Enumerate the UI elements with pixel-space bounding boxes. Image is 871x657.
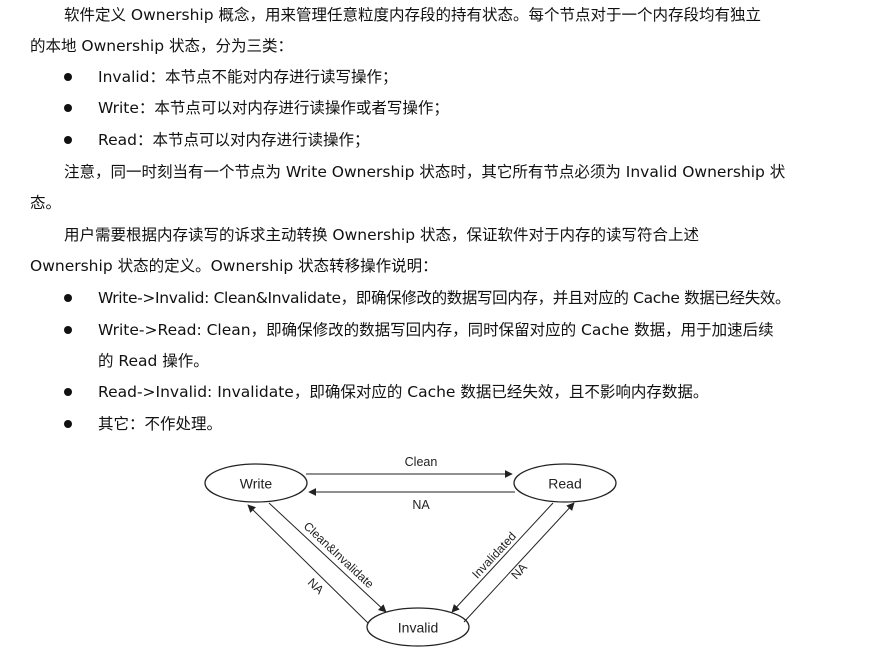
node-write-label: Write: [240, 476, 273, 492]
node-read: Read: [513, 463, 617, 503]
edge-write-to-invalid: [268, 502, 387, 613]
edge-invalid-to-write: [247, 504, 369, 624]
node-write: Write: [204, 463, 308, 503]
edge-invalid-to-read: [463, 502, 575, 623]
edge-read-to-invalid: [451, 502, 554, 613]
node-read-label: Read: [548, 476, 581, 492]
bullet-icon: [64, 73, 72, 81]
bullet-icon: [64, 326, 72, 334]
list-item-text: Write->Read: Clean，即确保修改的数据写回内存，同时保留对应的 …: [98, 321, 774, 339]
list-item-text: Read：本节点可以对内存进行读操作；: [98, 131, 370, 149]
node-invalid: Invalid: [366, 607, 470, 647]
list-item-text: Read->Invalid: Invalidate，即确保对应的 Cache 数…: [98, 383, 709, 401]
paragraph-1-line-1: 软件定义 Ownership 概念，用来管理任意粒度内存段的持有状态。每个节点对…: [64, 6, 762, 24]
paragraph-3-line-2: Ownership 状态的定义。Ownership 状态转移操作说明：: [30, 257, 438, 275]
bullet-icon: [64, 294, 72, 302]
ownership-state-diagram: Write Read Invalid Clean NA Clean&Invali…: [204, 455, 617, 647]
paragraph-2-line-2: 态。: [30, 194, 62, 212]
bullet-icon: [64, 136, 72, 144]
paragraph-3-line-1: 用户需要根据内存读写的诉求主动转换 Ownership 状态，保证软件对于内存的…: [64, 226, 700, 244]
node-invalid-label: Invalid: [398, 620, 438, 636]
bullet-icon: [64, 388, 72, 396]
bullet-icon: [64, 104, 72, 112]
list-item-text: Invalid：本节点不能对内存进行读写操作；: [98, 68, 398, 86]
bullet-icon: [64, 420, 72, 428]
paragraph-1-line-2: 的本地 Ownership 状态，分为三类：: [30, 37, 294, 55]
list-item-continuation: 的 Read 操作。: [98, 352, 209, 370]
paragraph-2-line-1: 注意，同一时刻当有一个节点为 Write Ownership 状态时，其它所有节…: [64, 163, 786, 181]
edge-label-na-right: NA: [508, 560, 530, 582]
list-item-text: Write->Invalid: Clean&Invalidate，即确保修改的数…: [98, 289, 791, 307]
edge-label-clean: Clean: [405, 455, 438, 469]
edge-label-na-top: NA: [412, 498, 430, 512]
list-item-text: 其它：不作处理。: [98, 415, 223, 433]
list-item-text: Write：本节点可以对内存进行读操作或者写操作；: [98, 99, 449, 117]
